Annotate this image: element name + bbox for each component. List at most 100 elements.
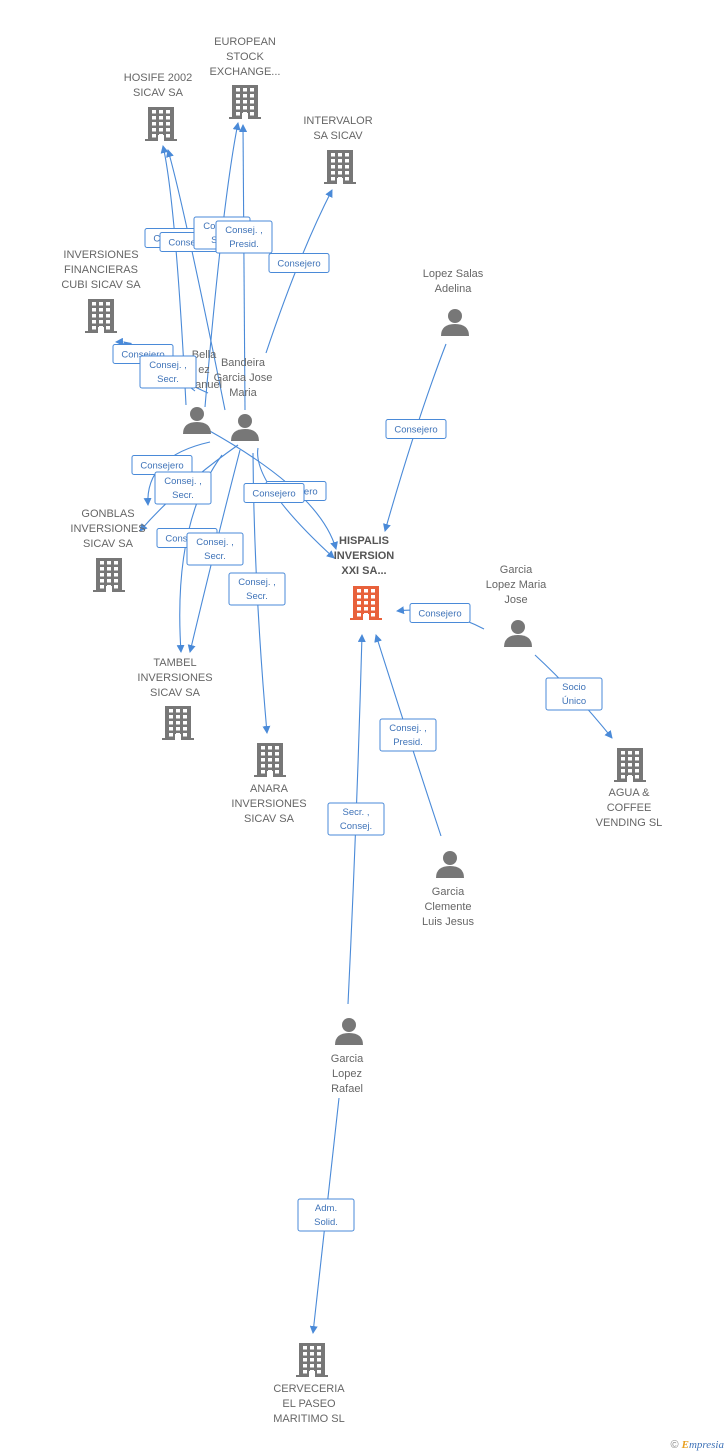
building-icon [350, 586, 382, 620]
edge-role-text: Consej. , [164, 476, 202, 487]
edge-role-label[interactable]: Consejero [243, 483, 305, 503]
node-label: SICAV SA [83, 538, 134, 550]
edge-role-text: Consej. , [196, 537, 234, 548]
node-label: VENDING SL [596, 817, 663, 829]
node-label: Garcia [331, 1053, 364, 1065]
edge-role-text: Consejero [394, 425, 437, 436]
edge-role-text: Socio [562, 682, 586, 693]
building-icon [162, 706, 194, 740]
node-label: ANARA [250, 783, 289, 795]
edge-role-text: Consejero [121, 350, 164, 361]
edge-role-label[interactable]: Consejero [131, 455, 193, 475]
edge-role-text: Secr. , [343, 807, 370, 818]
node-label: HOSIFE 2002 [124, 72, 192, 84]
edge-role-text: Consej. , [389, 723, 427, 734]
edge-role-label[interactable]: Consejero [268, 253, 330, 273]
node-label: Lopez Salas [423, 268, 484, 280]
edge-role-text: Consejero [252, 489, 295, 500]
node-label: Lopez Maria [486, 579, 547, 591]
edge-role-text: Secr. [246, 591, 268, 602]
node-label: Clemente [424, 901, 471, 913]
node-label: Adelina [435, 283, 473, 295]
node-label: Garcia [432, 886, 465, 898]
edge-role-text: Único [562, 696, 586, 707]
footer-brand[interactable]: ©Empresia [671, 1439, 725, 1451]
node-label: Jose [504, 594, 527, 606]
person-icon [335, 1018, 363, 1045]
node-label: INTERVALOR [303, 115, 372, 127]
person-icon [441, 309, 469, 336]
node-label: Luis Jesus [422, 916, 474, 928]
node-label: COFFEE [607, 802, 652, 814]
edge-role-text: Solid. [314, 1217, 338, 1228]
edge-role-label[interactable]: Consej. ,Secr. [186, 532, 244, 566]
node-label: SICAV SA [150, 687, 201, 699]
node-label: INVERSIONES [137, 672, 212, 684]
edge-role-text: Consej. , [225, 225, 263, 236]
edge-role-text: Consejero [168, 238, 211, 249]
node-european_stock[interactable]: EUROPEANSTOCKEXCHANGE... [210, 36, 281, 119]
node-agua_coffee[interactable]: AGUA & COFFEE VENDING SL [596, 748, 663, 829]
edge-role-text: Presid. [393, 737, 423, 748]
edge-role-label[interactable]: Adm. Solid. [297, 1198, 355, 1232]
person-icon [231, 414, 259, 441]
edge-role-label[interactable]: Consej. , Presid. [379, 718, 437, 752]
edge-role-text: Adm. [315, 1203, 337, 1214]
edge-role-text: Consejero [140, 461, 183, 472]
node-label: ez [198, 364, 210, 376]
building-icon [229, 85, 261, 119]
edge-role-label[interactable]: Consej. , Presid. [215, 220, 273, 254]
node-label: Bandeira [221, 357, 266, 369]
node-label: STOCK [226, 51, 264, 63]
empresia-logo: Empresia [681, 1439, 724, 1451]
node-label: AGUA & [609, 787, 651, 799]
node-label: Bella [192, 349, 217, 361]
edge-role-label[interactable]: Consejero [409, 603, 471, 623]
node-intervalor[interactable]: INTERVALOR SA SICAV [303, 115, 373, 184]
building-icon [145, 107, 177, 141]
building-icon [614, 748, 646, 782]
node-label: SA SICAV [313, 130, 363, 142]
node-label: CUBI SICAV SA [61, 279, 141, 291]
building-icon [254, 743, 286, 777]
edge-role-text: Consej. , [238, 577, 276, 588]
node-label: INVERSION [334, 550, 395, 562]
node-label: Garcia [500, 564, 533, 576]
node-label: SICAV SA [133, 87, 184, 99]
building-icon [324, 150, 356, 184]
edge-role-text: Presid. [229, 239, 259, 250]
building-icon [85, 299, 117, 333]
edge-role-label[interactable]: Consej. , Secr. [228, 572, 286, 606]
node-label: Lopez [332, 1068, 362, 1080]
edge-role-text: Secr. [172, 490, 194, 501]
node-label: Garcia Jose [214, 372, 273, 384]
edge-role-label[interactable]: Consej. , Secr. [154, 471, 212, 505]
edge-role-label[interactable]: Secr. ,Consej. [327, 802, 385, 836]
edge-role-label[interactable]: Consej. ,Secr. [139, 355, 197, 389]
node-label: FINANCIERAS [64, 264, 138, 276]
node-label: MARITIMO SL [273, 1413, 345, 1425]
node-label: CERVECERIA [273, 1383, 345, 1395]
node-label: EUROPEAN [214, 36, 276, 48]
edge-role-text: Secr. [157, 374, 179, 385]
edge-role-text: Consejero [277, 259, 320, 270]
node-label: INVERSIONES [70, 523, 145, 535]
edge-role-label[interactable]: Consejero [385, 419, 447, 439]
node-label: XXI SA... [341, 565, 386, 577]
